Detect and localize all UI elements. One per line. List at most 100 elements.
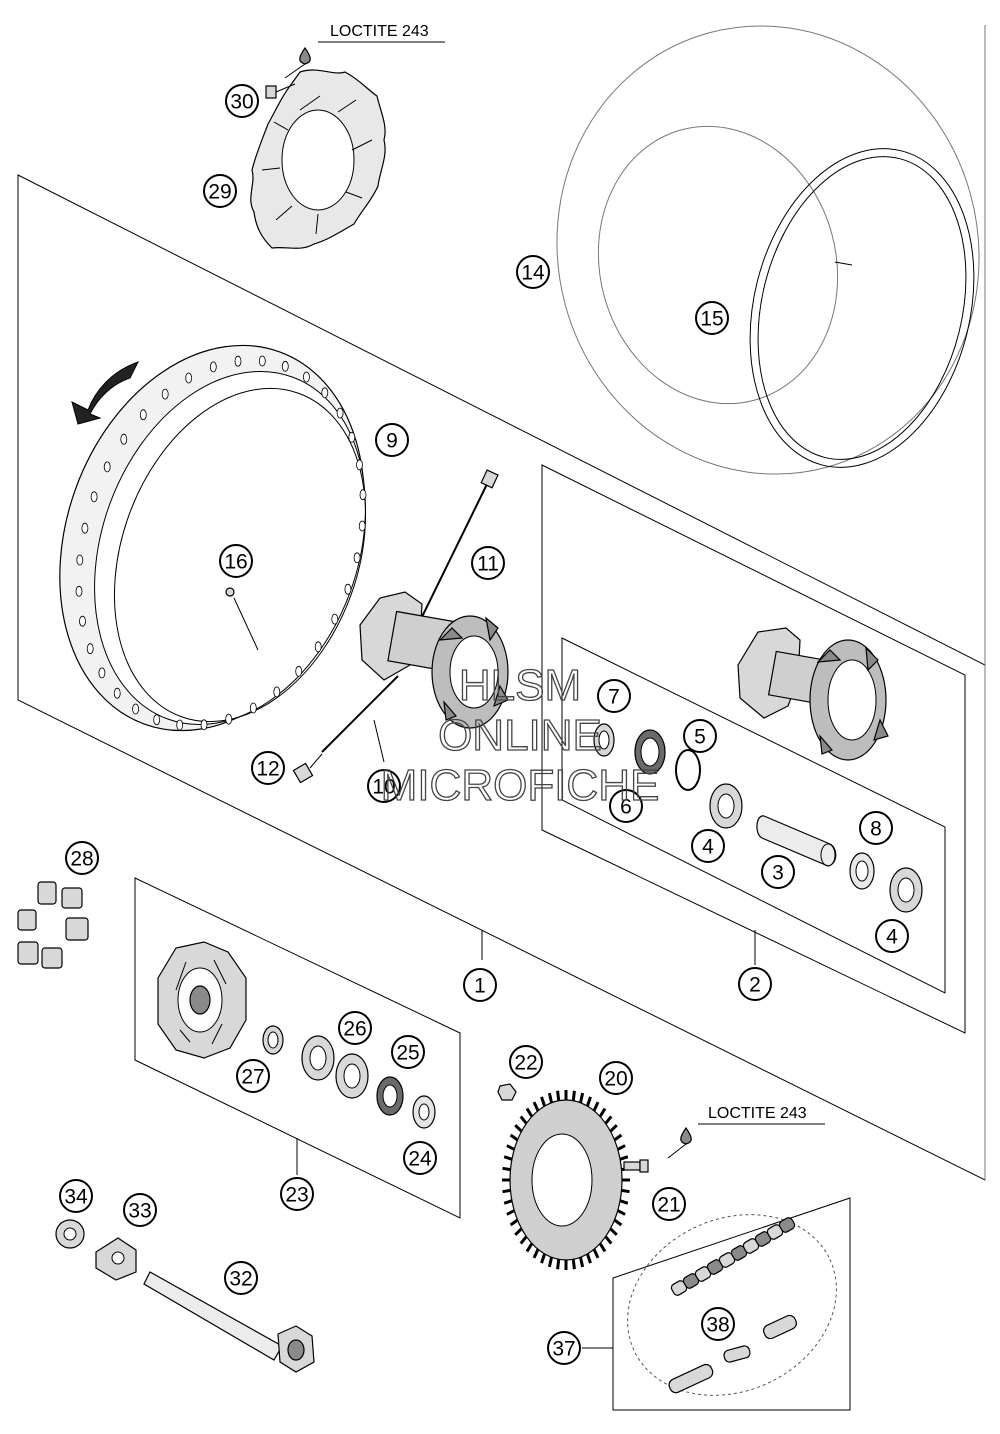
bearing-kit-frame bbox=[561, 637, 946, 994]
callout-number: 10 bbox=[372, 776, 395, 799]
spoke-hole bbox=[86, 643, 94, 655]
callout-number: 25 bbox=[396, 1042, 419, 1065]
brake-disc bbox=[250, 69, 386, 249]
sprocket-tooth bbox=[609, 1124, 618, 1133]
sprocket-tooth bbox=[519, 1235, 528, 1245]
spacer-ring bbox=[593, 723, 615, 757]
rotation-arrow-icon bbox=[71, 361, 140, 425]
callout-c34: 34 bbox=[59, 1179, 93, 1213]
callout-c28: 28 bbox=[65, 841, 99, 875]
spoke-hole bbox=[103, 461, 111, 473]
loctite-drop-icon bbox=[299, 46, 311, 65]
sprocket-tooth bbox=[525, 1107, 534, 1118]
spoke-hole bbox=[356, 459, 363, 471]
master-link bbox=[723, 1345, 751, 1363]
callout-c15: 15 bbox=[695, 301, 729, 335]
sprocket-tooth bbox=[617, 1144, 626, 1151]
carrier-spacer bbox=[262, 1025, 284, 1055]
callout-number: 28 bbox=[70, 848, 93, 871]
callout-c4b: 4 bbox=[875, 919, 909, 953]
carrier-bushing bbox=[412, 1095, 436, 1129]
spoke-hole bbox=[302, 371, 310, 383]
tube bbox=[749, 148, 975, 468]
watermark-line-3: MICROFICHE bbox=[381, 761, 660, 810]
axle-spacer bbox=[55, 1219, 85, 1249]
sprocket-tooth bbox=[509, 1218, 519, 1227]
sprocket-tooth bbox=[579, 1092, 585, 1104]
callout-c5: 5 bbox=[683, 719, 717, 753]
spoke-hole bbox=[281, 360, 289, 372]
callout-c24: 24 bbox=[403, 1141, 437, 1175]
callout-c20: 20 bbox=[599, 1061, 633, 1095]
sprocket-tooth bbox=[571, 1259, 576, 1270]
sprocket-tooth bbox=[592, 1101, 600, 1112]
callout-c2: 2 bbox=[738, 967, 772, 1001]
spoke-hole bbox=[98, 667, 106, 679]
sprocket-tooth bbox=[598, 1107, 607, 1118]
rim-spoke-holes bbox=[75, 355, 367, 731]
callout-number: 3 bbox=[772, 862, 784, 885]
callout-c14: 14 bbox=[516, 255, 550, 289]
sprocket-tooth bbox=[547, 1256, 553, 1268]
damper-rubbers bbox=[17, 881, 89, 969]
chain-segment-bottom bbox=[668, 1363, 714, 1394]
sprocket-tooth bbox=[525, 1242, 534, 1253]
spoke-hole bbox=[200, 719, 208, 731]
sprocket-screw bbox=[623, 1159, 649, 1173]
sprocket-tooth bbox=[506, 1209, 515, 1216]
disc-screw bbox=[265, 83, 296, 99]
sprocket-tooth bbox=[519, 1115, 528, 1125]
rear-sprocket bbox=[502, 1090, 630, 1270]
spoke-hole bbox=[295, 665, 303, 677]
callout-c7: 7 bbox=[597, 679, 631, 713]
sprocket-tooth bbox=[556, 1090, 561, 1101]
callout-c9: 9 bbox=[375, 423, 409, 457]
carrier-bearing-1 bbox=[301, 1035, 335, 1081]
spoke-hole bbox=[358, 520, 366, 532]
distance-tube bbox=[756, 815, 837, 867]
sprocket-tooth bbox=[503, 1155, 513, 1161]
spoke-hole bbox=[132, 703, 140, 715]
watermark-line-2: ONLINE bbox=[438, 711, 602, 760]
spoke-hole bbox=[113, 687, 121, 699]
spoke-hole bbox=[353, 552, 361, 564]
sprocket-tooth bbox=[547, 1092, 553, 1104]
sprocket-tooth bbox=[585, 1096, 592, 1107]
spoke-hole bbox=[176, 719, 184, 731]
callout-number: 21 bbox=[657, 1194, 680, 1217]
loctite-label-top: LOCTITE 243 bbox=[330, 23, 429, 40]
sprocket-tooth bbox=[514, 1124, 523, 1133]
spoke-hole bbox=[75, 585, 83, 597]
callout-number: 8 bbox=[870, 818, 882, 841]
sprocket-tooth bbox=[619, 1199, 629, 1205]
callout-number: 33 bbox=[128, 1200, 151, 1223]
sprocket-tooth bbox=[502, 1188, 511, 1194]
hub-leader bbox=[373, 719, 385, 763]
callout-number: 15 bbox=[700, 308, 723, 331]
sprocket-tooth bbox=[571, 1090, 576, 1101]
sprocket-tooth bbox=[556, 1259, 561, 1270]
sprocket-tooth bbox=[604, 1235, 613, 1245]
callout-c33: 33 bbox=[123, 1193, 157, 1227]
callout-number: 20 bbox=[604, 1068, 627, 1091]
sprocket-tooth bbox=[604, 1115, 613, 1125]
wheel-axle bbox=[143, 1271, 315, 1373]
spoke-hole bbox=[249, 702, 257, 714]
callout-c25: 25 bbox=[391, 1035, 425, 1069]
sprocket-tooth bbox=[506, 1144, 515, 1151]
sprocket-tooth bbox=[613, 1133, 623, 1142]
callout-number: 14 bbox=[521, 262, 545, 285]
callout-number: 2 bbox=[749, 974, 761, 997]
rim bbox=[59, 344, 367, 732]
callout-number: 29 bbox=[208, 181, 231, 204]
spoke-hole bbox=[321, 387, 329, 399]
spoke-hole bbox=[81, 522, 89, 534]
callout-c26: 26 bbox=[338, 1011, 372, 1045]
chain-kit-frame bbox=[612, 1197, 851, 1411]
sprocket-tooth bbox=[502, 1166, 511, 1172]
callout-number: 37 bbox=[552, 1338, 575, 1361]
callout-c32: 32 bbox=[224, 1261, 258, 1295]
spoke-hole bbox=[139, 409, 147, 421]
